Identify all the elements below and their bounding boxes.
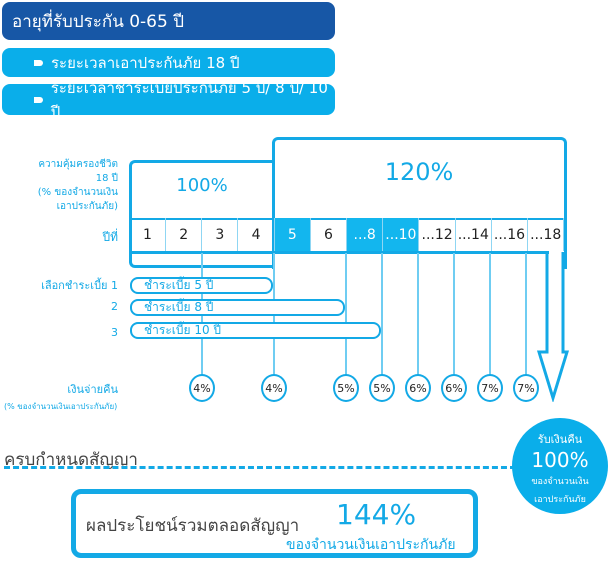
maturity-circle-value: 100% xyxy=(531,448,589,472)
cashback-circle: 7% xyxy=(513,374,539,402)
year-cell: ...18 xyxy=(528,218,565,251)
pay-term-text: ระยะเวลาชำระเบี้ยประกันภัย 5 ปี/ 8 ปี/ 1… xyxy=(50,78,328,121)
total-value: 144% xyxy=(336,498,417,531)
year-cell: ...8 xyxy=(347,218,384,251)
year-guide-line xyxy=(417,253,419,375)
payment-num: 2 xyxy=(111,300,118,313)
coverage-100-value: 100% xyxy=(176,175,228,196)
coverage-120-value: 120% xyxy=(384,158,454,186)
total-benefit-box xyxy=(71,489,478,558)
year-cell: 5 xyxy=(274,218,311,251)
coverage-label-line: (% ของจำนวนเงิน xyxy=(37,187,118,198)
coverage-label-line: ความคุ้มครองชีวิต xyxy=(38,159,118,170)
year-cell: 1 xyxy=(130,218,166,251)
payment-option-8[interactable]: ชำระเบี้ย 8 ปี xyxy=(130,299,345,316)
year-guide-line xyxy=(381,253,383,375)
maturity-circle-top: รับเงินคืน xyxy=(537,433,583,446)
coverage-120-box xyxy=(272,137,567,269)
age-text: อายุที่รับประกัน 0-65 ปี xyxy=(12,11,184,32)
maturity-circle-sub: ของจำนวนเงิน xyxy=(531,477,589,487)
payment-label: เลือกชำระเบี้ย 1 xyxy=(0,276,118,294)
arrow-down-icon xyxy=(536,252,570,402)
payment-num: 1 xyxy=(111,279,118,292)
cashback-circle: 5% xyxy=(333,374,359,402)
dashed-divider xyxy=(4,466,516,469)
year-cell: 6 xyxy=(311,218,347,251)
coverage-term-text: ระยะเวลาเอาประกันภัย 18 ปี xyxy=(51,53,240,72)
coverage-label: ความคุ้มครองชีวิต 18 ปี (% ของจำนวนเงิน … xyxy=(0,158,118,214)
tag-icon xyxy=(34,59,43,66)
cashback-circle: 5% xyxy=(369,374,395,402)
cashback-circle: 6% xyxy=(405,374,431,402)
year-cell: ...12 xyxy=(420,218,456,251)
age-banner: อายุที่รับประกัน 0-65 ปี xyxy=(2,2,335,40)
cashback-circle: 4% xyxy=(189,374,215,402)
coverage-term-banner: ระยะเวลาเอาประกันภัย 18 ปี xyxy=(2,48,335,77)
cashback-circle: 7% xyxy=(477,374,503,402)
maturity-circle-sub: เอาประกันภัย xyxy=(534,495,586,505)
maturity-label: ครบกำหนดสัญญา xyxy=(4,450,138,470)
year-cell: 2 xyxy=(166,218,203,251)
cashback-sub: (% ของจำนวนเงินเอาประกันภัย) xyxy=(4,402,118,411)
payment-num: 3 xyxy=(111,326,118,339)
coverage-label-line: 18 ปี xyxy=(95,173,118,184)
year-guide-line xyxy=(345,253,347,375)
coverage-label-line: เอาประกันภัย) xyxy=(56,201,118,212)
payment-option-10[interactable]: ชำระเบี้ย 10 ปี xyxy=(130,322,381,339)
tag-icon xyxy=(34,96,43,103)
total-sub: ของจำนวนเงินเอาประกันภัย xyxy=(286,537,456,553)
cashback-label: เงินจ่ายคืน xyxy=(67,383,118,396)
year-cell: ...14 xyxy=(456,218,492,251)
year-row-bottom xyxy=(129,251,549,254)
year-cell: ...16 xyxy=(492,218,528,251)
payment-label-text: เลือกชำระเบี้ย xyxy=(41,279,108,292)
cashback-circle: 6% xyxy=(441,374,467,402)
pay-term-banner: ระยะเวลาชำระเบี้ยประกันภัย 5 ปี/ 8 ปี/ 1… xyxy=(2,79,335,121)
year-guide-line xyxy=(489,253,491,375)
year-guide-line xyxy=(453,253,455,375)
year-cell: ...10 xyxy=(383,218,420,251)
year-cell: 3 xyxy=(202,218,239,251)
year-label: ปีที่ xyxy=(102,230,118,244)
maturity-circle: รับเงินคืน 100% ของจำนวนเงิน เอาประกันภั… xyxy=(512,418,608,514)
total-label: ผลประโยชน์รวมตลอดสัญญา xyxy=(86,516,300,536)
cashback-circle: 4% xyxy=(261,374,287,402)
payment-option-5[interactable]: ชำระเบี้ย 5 ปี xyxy=(130,277,273,294)
year-guide-line xyxy=(525,253,527,375)
year-cell: 4 xyxy=(239,218,275,251)
